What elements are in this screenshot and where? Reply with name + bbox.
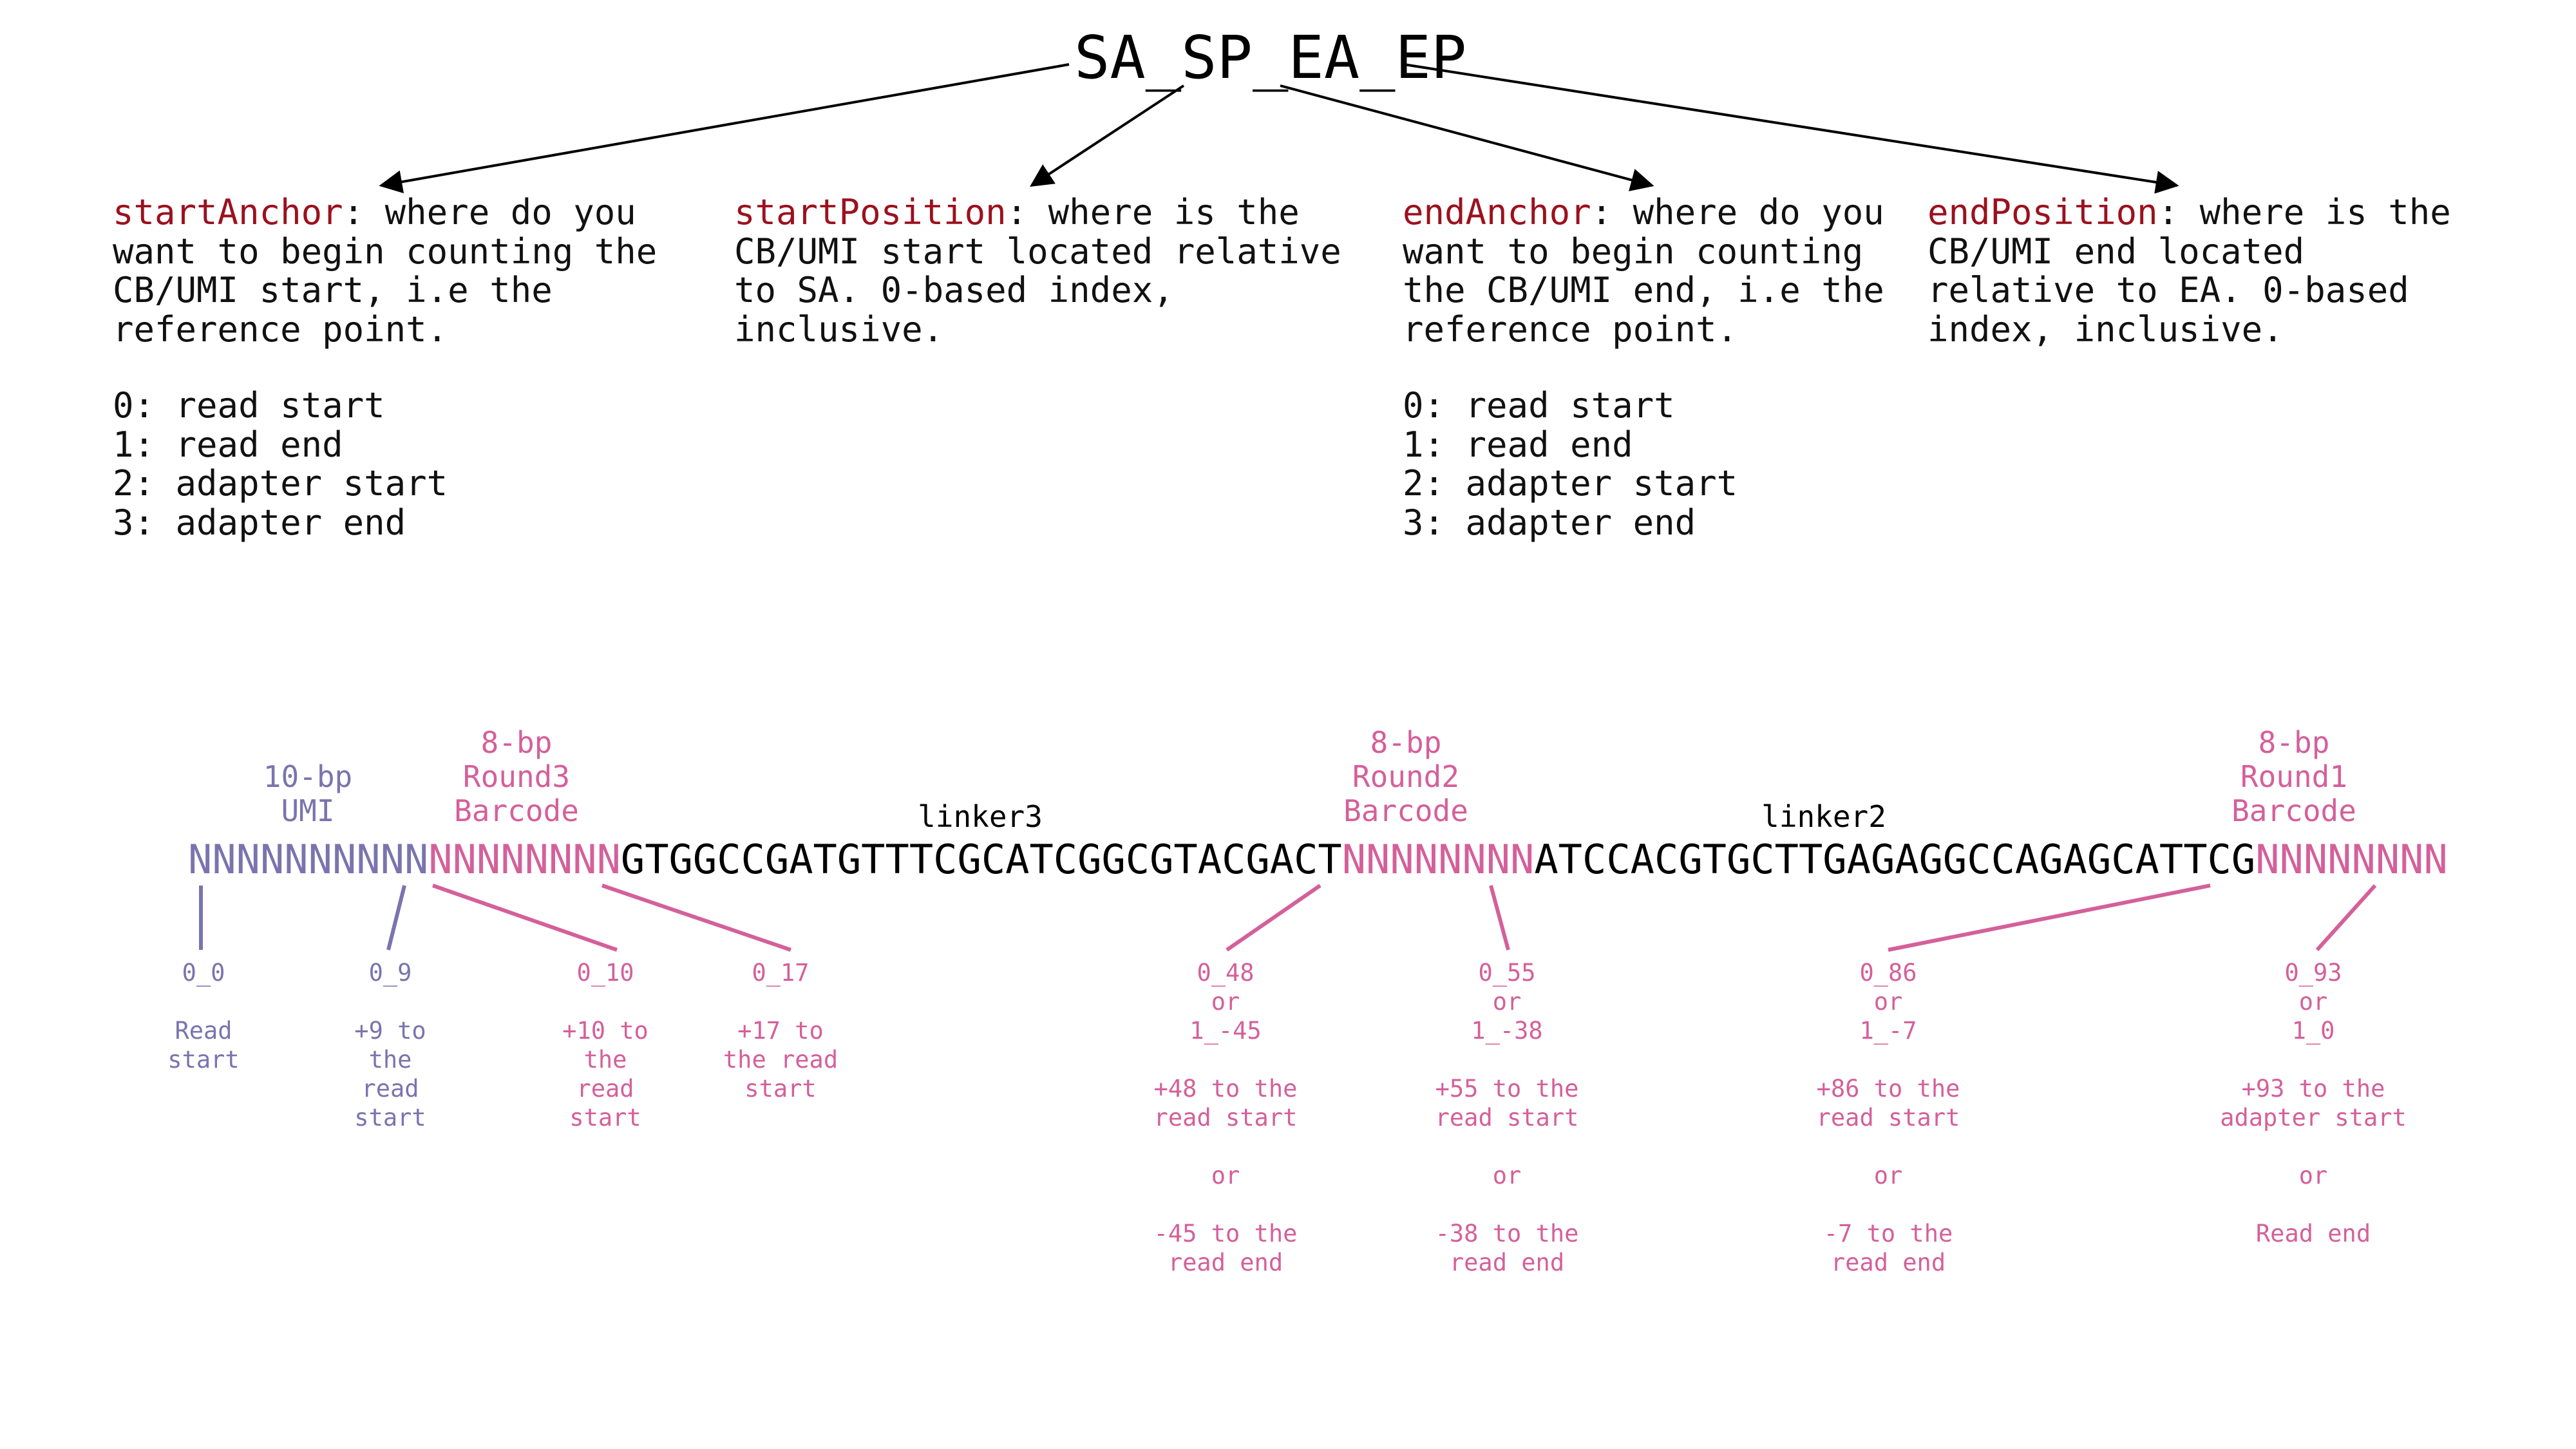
position-note-7: +93 to the adapter start or Read end [2220,1075,2407,1247]
position-code-1: 0_9 [368,959,412,987]
position-note-0: Read start [167,1017,240,1074]
position-note-4: +48 to the read start or -45 to the read… [1153,1075,1298,1276]
umi-sequence: NNNNNNNNNN [188,836,429,883]
end-position-text: : where is the CB/UMI end located relati… [1927,192,2451,350]
position-note-3: +17 to the read start [723,1017,838,1103]
round3-barcode-sequence: NNNNNNNN [428,836,621,883]
connector-0-86 [1888,884,2211,952]
connector-0-17 [601,884,791,952]
start-position-text: : where is the CB/UMI start located rela… [734,192,1341,350]
position-code-3: 0_17 [752,959,810,987]
umi-label: 10-bp UMI [263,759,353,828]
arrow-start-position [1029,84,1185,187]
end-anchor-description: endAnchor: where do you want to begin co… [1403,193,1884,349]
linker3-sequence: GTGGCCGATGTTTCGCATCGGCGTACGACT [620,836,1342,883]
position-note-6: +86 to the read start or -7 to the read … [1816,1075,1960,1276]
position-note-1: +9 to the read start [354,1017,426,1132]
position-note-5: +55 to the read start or -38 to the read… [1435,1075,1579,1276]
start-anchor-text: : where do you want to begin counting th… [113,192,658,350]
position-note-2: +10 to the read start [562,1017,649,1132]
round1-barcode-sequence: NNNNNNNN [2255,836,2448,883]
arrow-end-position [1403,63,2179,194]
connector-0-48 [1226,884,1321,952]
start-anchor-key: startAnchor [113,192,343,232]
round1-label: 8-bp Round1 Barcode [2231,725,2356,828]
linker2-label: linker2 [1761,799,1886,834]
position-code-7: 0_93 or 1_0 [2284,959,2342,1045]
connector-0-55 [1489,885,1510,951]
position-code-6: 0_86 or 1_-7 [1859,959,1917,1045]
start-position-key: startPosition [734,192,1007,232]
connector-0-93 [2315,884,2377,952]
connector-0-9 [386,885,406,951]
format-title: SA_SP_EA_EP [1074,23,1467,92]
round2-label: 8-bp Round2 Barcode [1343,725,1468,828]
end-anchor-text: : where do you want to begin counting th… [1403,192,1884,350]
connector-0-10 [432,884,618,952]
position-code-5: 0_55 or 1_-38 [1471,959,1543,1045]
start-anchor-description: startAnchor: where do you want to begin … [113,193,657,349]
end-anchor-key: endAnchor [1403,192,1591,232]
arrow-end-anchor [1280,84,1654,191]
linker3-label: linker3 [918,799,1043,834]
read-sequence: NNNNNNNNNNNNNNNNNNGTGGCCGATGTTTCGCATCGGC… [188,834,2448,886]
round2-barcode-sequence: NNNNNNNN [1341,836,1535,883]
end-anchor-options: 0: read start 1: read end 2: adapter sta… [1403,385,1738,543]
position-code-2: 0_10 [576,959,634,987]
position-code-0: 0_0 [182,959,225,987]
start-position-description: startPosition: where is the CB/UMI start… [734,193,1341,349]
position-code-4: 0_48 or 1_-45 [1189,959,1262,1045]
linker2-sequence: ATCCACGTGCTTGAGAGGCCAGAGCATTCG [1534,836,2256,883]
start-anchor-options: 0: read start 1: read end 2: adapter sta… [113,385,448,543]
arrow-start-anchor [379,63,1070,194]
end-position-description: endPosition: where is the CB/UMI end loc… [1927,193,2451,349]
end-position-key: endPosition [1927,192,2158,232]
round3-label: 8-bp Round3 Barcode [454,725,579,828]
